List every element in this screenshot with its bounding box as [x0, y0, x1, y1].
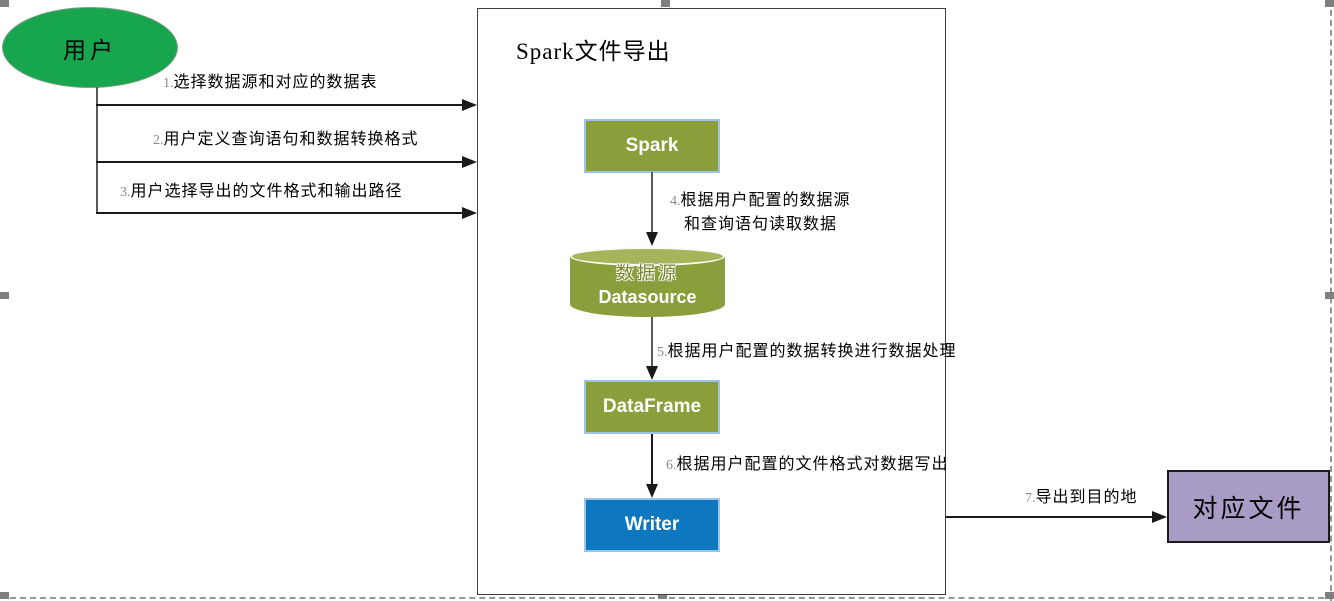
- arrow-step3-head-icon: [462, 207, 477, 219]
- node-dataframe[interactable]: DataFrame: [584, 380, 720, 434]
- resize-handle-bottom-middle[interactable]: [658, 592, 667, 599]
- step7-text: 导出到目的地: [1035, 489, 1138, 506]
- resize-handle-right-middle[interactable]: [1325, 292, 1334, 299]
- node-writer-label: Writer: [624, 514, 680, 535]
- step2-text: 用户定义查询语句和数据转换格式: [163, 131, 419, 148]
- resize-handle-top-middle[interactable]: [661, 0, 670, 7]
- node-dataframe-label: DataFrame: [602, 396, 702, 417]
- step7-number: 7.: [1025, 491, 1036, 506]
- arrow-step2-head-icon: [462, 156, 477, 168]
- step5-number: 5.: [657, 345, 668, 360]
- arrow-step5-line: [651, 317, 653, 367]
- selection-dashed-border-bottom: [0, 597, 1334, 599]
- resize-handle-left-middle[interactable]: [0, 292, 9, 299]
- step1-text: 选择数据源和对应的数据表: [173, 74, 378, 91]
- step4-label: 4.根据用户配置的数据源 和查询语句读取数据: [670, 189, 851, 236]
- frame-title: Spark文件导出: [516, 39, 671, 64]
- step6-label: 6.根据用户配置的文件格式对数据写出: [666, 450, 949, 474]
- step1-number: 1.: [163, 76, 174, 91]
- step6-number: 6.: [666, 458, 677, 473]
- step4-text-line2: 和查询语句读取数据: [684, 216, 838, 233]
- step5-text: 根据用户配置的数据转换进行数据处理: [667, 343, 957, 360]
- selection-dashed-border-right: [1330, 0, 1332, 601]
- step7-label: 7.导出到目的地: [1025, 483, 1138, 507]
- node-spark-label: Spark: [625, 135, 679, 156]
- datasource-cylinder-top: [570, 247, 725, 266]
- arrow-step1-head-icon: [462, 99, 477, 111]
- arrow-step1-line: [96, 104, 463, 106]
- resize-handle-top-left[interactable]: [0, 0, 9, 7]
- node-spark[interactable]: Spark: [584, 119, 720, 173]
- step3-label: 3.用户选择导出的文件格式和输出路径: [120, 177, 403, 201]
- actor-user-ellipse[interactable]: 用户: [2, 7, 178, 88]
- step3-number: 3.: [120, 185, 131, 200]
- step6-text: 根据用户配置的文件格式对数据写出: [676, 456, 949, 473]
- node-output-file-label: 对应文件: [1192, 495, 1305, 523]
- arrow-step2-line: [96, 161, 463, 163]
- step5-label: 5.根据用户配置的数据转换进行数据处理: [657, 337, 957, 361]
- node-output-file[interactable]: 对应文件: [1167, 470, 1330, 543]
- node-writer[interactable]: Writer: [584, 498, 720, 552]
- step2-number: 2.: [153, 133, 164, 148]
- step4-text: 根据用户配置的数据源: [680, 192, 851, 209]
- step3-text: 用户选择导出的文件格式和输出路径: [130, 183, 403, 200]
- datasource-cylinder-body: [570, 256, 725, 317]
- resize-handle-bottom-left[interactable]: [0, 592, 9, 599]
- datasource-labels: 数据源 Datasource: [570, 259, 725, 308]
- arrow-step7-line: [946, 516, 1152, 518]
- step2-label: 2.用户定义查询语句和数据转换格式: [153, 125, 419, 149]
- arrow-step6-head-icon: [646, 484, 658, 498]
- arrow-step4-line: [651, 172, 653, 232]
- arrow-step7-head-icon: [1152, 511, 1167, 523]
- datasource-label-en: Datasource: [598, 287, 697, 307]
- resize-handle-top-right[interactable]: [1325, 0, 1334, 7]
- resize-handle-bottom-right[interactable]: [1325, 592, 1334, 599]
- arrow-step6-line: [651, 434, 653, 484]
- arrow-step5-head-icon: [646, 366, 658, 380]
- arrow-step4-head-icon: [646, 232, 658, 246]
- step4-number: 4.: [670, 194, 681, 209]
- datasource-label-cn: 数据源: [616, 263, 679, 283]
- node-datasource-cylinder[interactable]: 数据源 Datasource: [570, 247, 725, 317]
- actor-connector-line: [96, 87, 98, 214]
- arrow-step3-line: [96, 212, 463, 214]
- step1-label: 1.选择数据源和对应的数据表: [163, 68, 378, 92]
